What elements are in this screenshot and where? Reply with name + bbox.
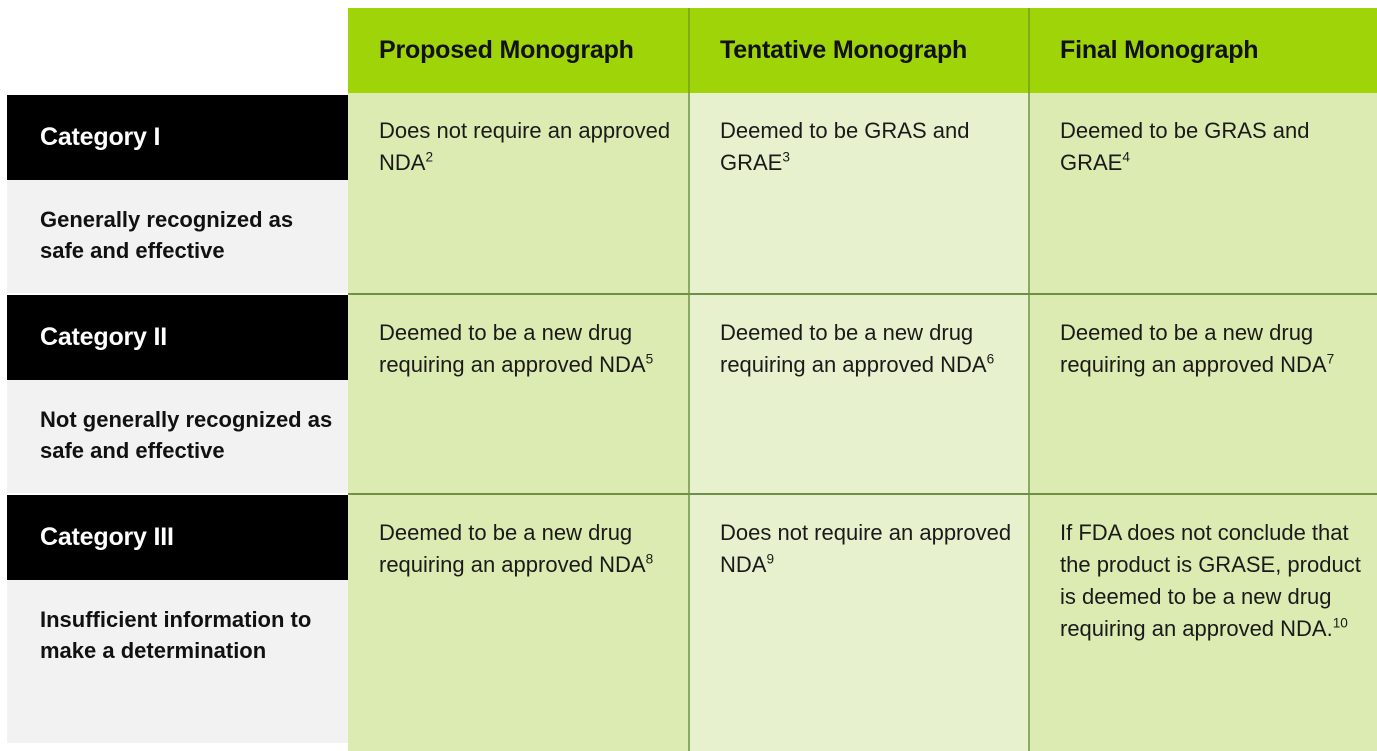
row-divider (348, 293, 1377, 295)
cell-r1-c3: Deemed to be GRAS and GRAE4 (1029, 93, 1377, 293)
cell-text: Deemed to be a new drug requiring an app… (379, 320, 654, 377)
footnote-marker: 6 (986, 351, 995, 367)
column-header-tentative-monograph: Tentative Monograph (689, 8, 1029, 93)
category-description-3: Insufficient information to make a deter… (7, 580, 348, 743)
column-divider (688, 295, 690, 493)
category-label: Category II (40, 323, 167, 351)
cell-r1-c1: Does not require an approved NDA2 (348, 93, 689, 293)
cell-r2-c1: Deemed to be a new drug requiring an app… (348, 295, 689, 493)
category-block-2: Category II (7, 295, 348, 380)
column-header-label: Tentative Monograph (720, 36, 968, 64)
column-divider (688, 93, 690, 293)
category-block-1: Category I (7, 95, 348, 180)
header-divider (688, 8, 690, 93)
category-description-text: Not generally recognized as safe and eff… (40, 407, 333, 463)
cell-text: Deemed to be GRAS and GRAE4 (1060, 118, 1310, 175)
footnote-marker: 8 (645, 551, 654, 567)
column-header-label: Final Monograph (1060, 36, 1259, 64)
category-description-text: Insufficient information to make a deter… (40, 607, 312, 663)
footnote-marker: 5 (645, 351, 654, 367)
header-divider (1028, 8, 1030, 93)
category-description-2: Not generally recognized as safe and eff… (7, 380, 348, 493)
category-label: Category III (40, 523, 174, 551)
category-block-3: Category III (7, 495, 348, 580)
cell-text: Deemed to be a new drug requiring an app… (379, 520, 654, 577)
footnote-marker: 10 (1332, 615, 1348, 631)
cell-text: Does not require an approved NDA9 (720, 520, 1012, 577)
column-divider (1028, 495, 1030, 751)
category-description-1: Generally recognized as safe and effecti… (7, 180, 348, 293)
column-divider (1028, 93, 1030, 293)
footnote-marker: 9 (766, 551, 775, 567)
column-divider (1028, 295, 1030, 493)
category-description-text: Generally recognized as safe and effecti… (40, 207, 294, 263)
cell-r3-c1: Deemed to be a new drug requiring an app… (348, 495, 689, 751)
column-header-final-monograph: Final Monograph (1029, 8, 1377, 93)
cell-r2-c3: Deemed to be a new drug requiring an app… (1029, 295, 1377, 493)
footnote-marker: 3 (782, 149, 790, 165)
cell-r3-c2: Does not require an approved NDA9 (689, 495, 1029, 751)
cell-r1-c2: Deemed to be GRAS and GRAE3 (689, 93, 1029, 293)
cell-text: Does not require an approved NDA2 (379, 118, 671, 175)
footnote-marker: 2 (425, 149, 434, 165)
column-header-label: Proposed Monograph (379, 36, 634, 64)
cell-r2-c2: Deemed to be a new drug requiring an app… (689, 295, 1029, 493)
cell-text: Deemed to be a new drug requiring an app… (1060, 320, 1335, 377)
cell-r3-c3: If FDA does not conclude that the produc… (1029, 495, 1377, 751)
cell-text: Deemed to be GRAS and GRAE3 (720, 118, 970, 175)
category-label: Category I (40, 123, 161, 151)
footnote-marker: 4 (1122, 149, 1130, 165)
column-header-proposed-monograph: Proposed Monograph (348, 8, 689, 93)
row-divider (348, 493, 1377, 495)
cell-text: Deemed to be a new drug requiring an app… (720, 320, 995, 377)
cell-text: If FDA does not conclude that the produc… (1060, 520, 1361, 641)
footnote-marker: 7 (1326, 351, 1335, 367)
column-divider (688, 495, 690, 751)
